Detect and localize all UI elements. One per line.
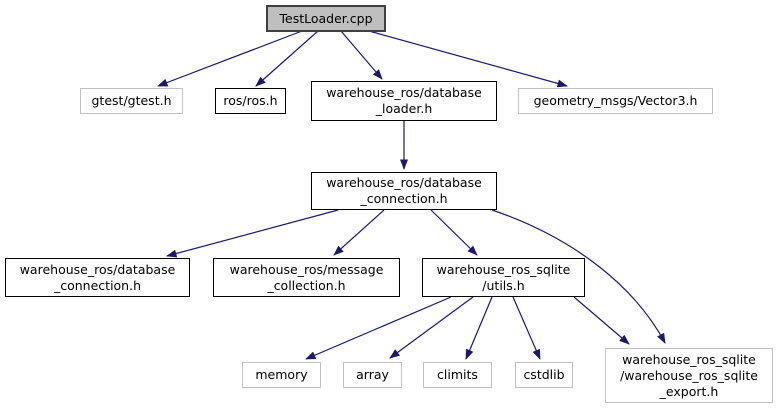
node-memory: memory	[242, 362, 321, 388]
node-database-connection-h[interactable]: warehouse_ros/database _connection.h	[311, 172, 497, 210]
node-label: cstdlib	[523, 367, 565, 382]
node-database-loader-h[interactable]: warehouse_ros/database _loader.h	[311, 81, 497, 121]
node-label: TestLoader.cpp	[279, 10, 373, 26]
edge-utils-to-export	[573, 296, 630, 345]
node-testloader-cpp: TestLoader.cpp	[266, 5, 386, 32]
edge-testloader-to-vector3	[368, 30, 568, 88]
node-label-line: warehouse_ros_sqlite	[622, 351, 756, 367]
node-label: memory	[255, 367, 308, 382]
node-label-line: warehouse_ros/message	[229, 261, 384, 277]
edge-testloader-to-dbloader	[340, 30, 383, 80]
node-sqlite-utils-h[interactable]: warehouse_ros_sqlite /utils.h	[422, 258, 585, 297]
node-ros-h[interactable]: ros/ros.h	[215, 88, 286, 114]
edge-testloader-to-gtest	[157, 30, 303, 87]
node-label-line: warehouse_ros_sqlite	[436, 261, 571, 277]
node-label: gtest/gtest.h	[91, 93, 172, 108]
edge-dbconn-to-dbconn2	[166, 209, 339, 258]
node-label-line: /utils.h	[482, 277, 525, 293]
node-climits: climits	[423, 362, 492, 388]
node-label-line: _export.h	[659, 383, 719, 399]
node-label-line: _connection.h	[360, 191, 448, 206]
node-message-collection-h[interactable]: warehouse_ros/message _collection.h	[213, 258, 400, 297]
edge-dbconn-to-export	[491, 209, 666, 344]
node-label-line: /warehouse_ros_sqlite	[620, 367, 758, 383]
node-vector3-h: geometry_msgs/Vector3.h	[518, 88, 713, 114]
node-gtest-h: gtest/gtest.h	[80, 88, 183, 114]
node-label: climits	[437, 367, 478, 382]
edge-utils-to-climits	[465, 296, 493, 360]
node-database-connection-h-2[interactable]: warehouse_ros/database _connection.h	[5, 258, 190, 297]
edge-utils-to-memory	[305, 296, 452, 360]
node-label-line: warehouse_ros/database	[19, 261, 176, 277]
node-cstdlib: cstdlib	[515, 362, 573, 388]
edge-dbconn-to-utils	[430, 209, 478, 256]
edge-dbconn-to-msgcoll	[333, 209, 385, 256]
node-label: geometry_msgs/Vector3.h	[533, 93, 698, 108]
node-label-line: _loader.h	[375, 101, 433, 116]
edge-testloader-to-ros	[255, 30, 319, 87]
node-label-line: warehouse_ros/database	[326, 85, 482, 100]
edge-utils-to-cstdlib	[512, 296, 541, 360]
node-label-line: _connection.h	[53, 277, 142, 293]
edge-utils-to-array	[389, 296, 474, 359]
node-label: array	[356, 367, 389, 382]
node-label: ros/ros.h	[223, 93, 278, 108]
node-label-line: warehouse_ros/database	[326, 175, 482, 190]
node-array: array	[343, 362, 402, 388]
node-sqlite-export-h: warehouse_ros_sqlite /warehouse_ros_sqli…	[605, 348, 773, 403]
node-label-line: _collection.h	[267, 277, 346, 293]
